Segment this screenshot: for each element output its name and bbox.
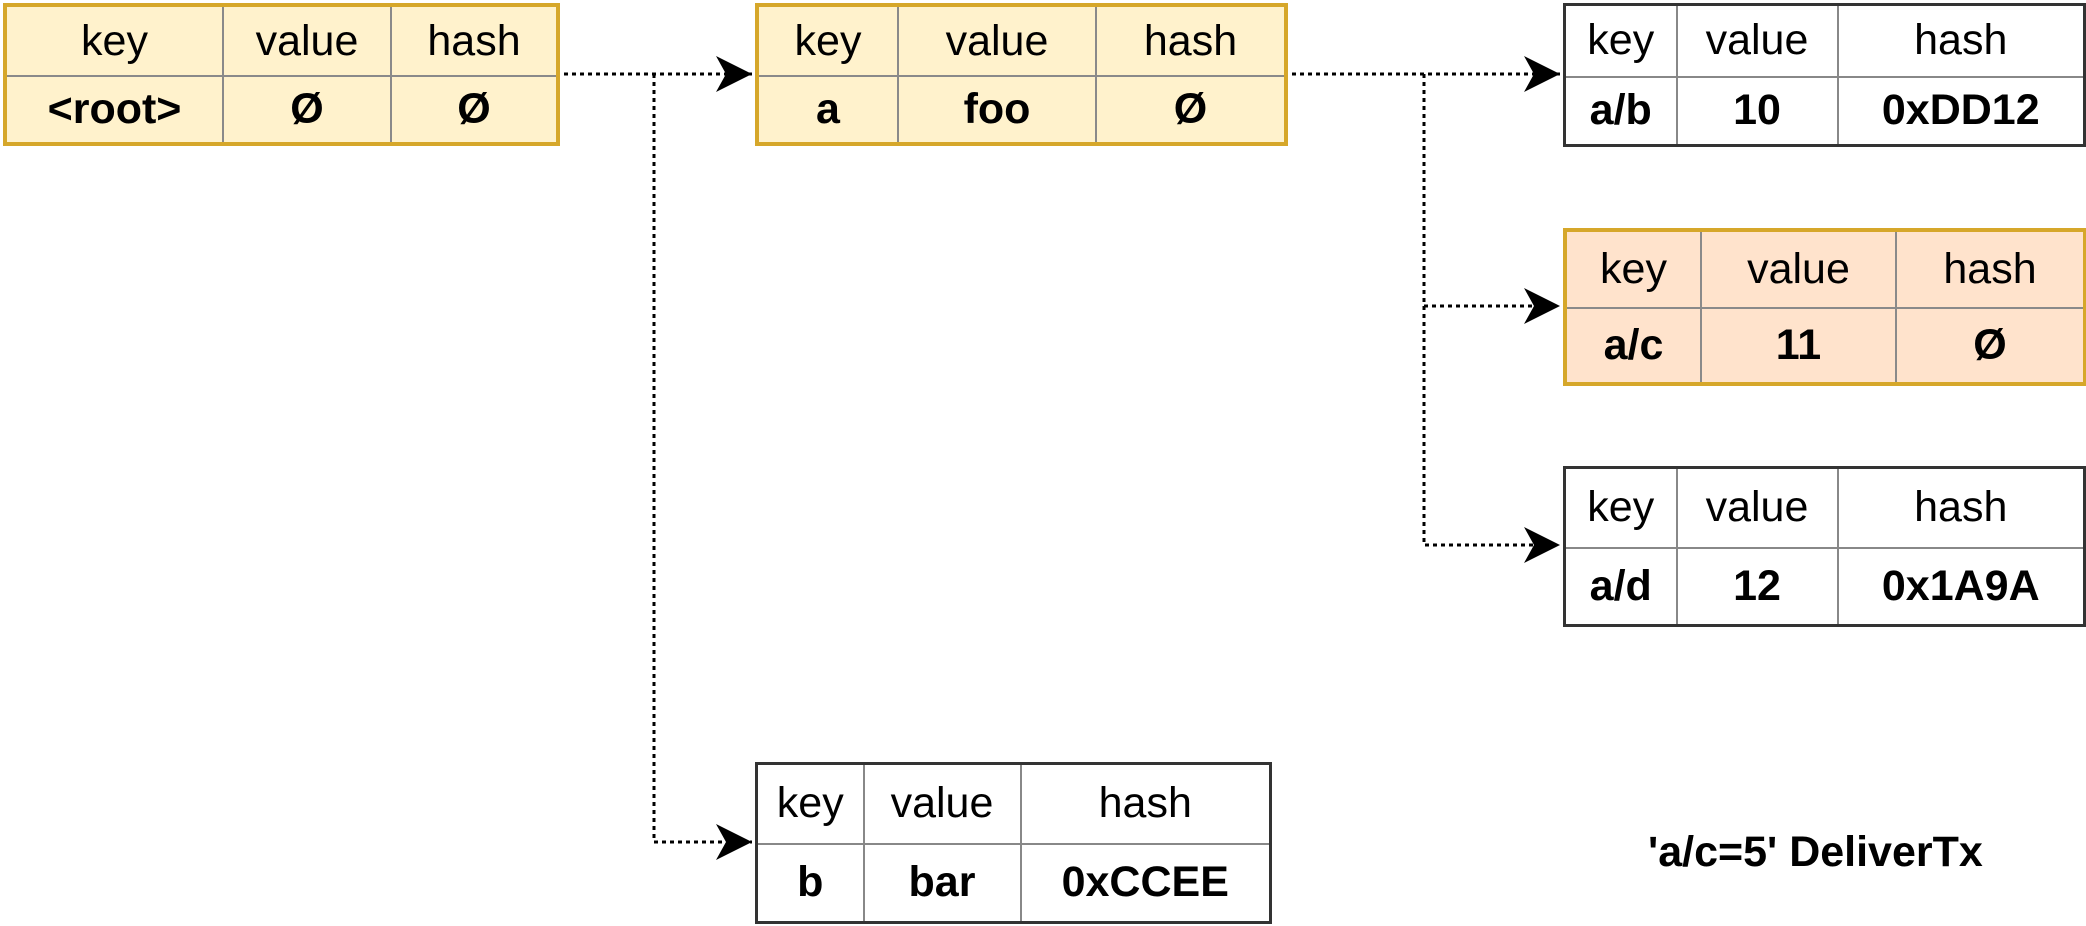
header-hash: hash bbox=[1836, 3, 2086, 78]
node-a: key value hash a foo Ø bbox=[755, 3, 1288, 146]
diagram-caption: 'a/c=5' DeliverTx bbox=[1648, 828, 1983, 876]
value-cell: bar bbox=[862, 842, 1022, 924]
key-cell: a/b bbox=[1563, 75, 1678, 147]
value-cell: 11 bbox=[1700, 307, 1897, 385]
header-key: key bbox=[4, 4, 224, 77]
header-value: value bbox=[1675, 466, 1839, 549]
hash-cell: 0xCCEE bbox=[1019, 842, 1272, 924]
key-cell: a/d bbox=[1563, 546, 1678, 627]
value-cell: 12 bbox=[1675, 546, 1839, 627]
key-cell: a/c bbox=[1564, 307, 1702, 385]
header-hash: hash bbox=[390, 4, 559, 77]
hash-cell: 0x1A9A bbox=[1836, 546, 2086, 627]
node-b: key value hash b bar 0xCCEE bbox=[755, 762, 1272, 924]
value-cell: foo bbox=[897, 75, 1097, 145]
header-value: value bbox=[1675, 3, 1839, 78]
header-key: key bbox=[1563, 3, 1678, 78]
header-value: value bbox=[897, 4, 1097, 77]
node-root: key value hash <root> Ø Ø bbox=[3, 3, 560, 146]
key-cell: a bbox=[756, 75, 899, 145]
node-a-b: key value hash a/b 10 0xDD12 bbox=[1563, 3, 2086, 147]
header-value: value bbox=[222, 4, 392, 77]
hash-cell: Ø bbox=[390, 75, 559, 145]
header-key: key bbox=[1563, 466, 1678, 549]
header-key: key bbox=[756, 4, 899, 77]
hash-cell: Ø bbox=[1095, 75, 1287, 145]
hash-cell: Ø bbox=[1895, 307, 2086, 385]
header-hash: hash bbox=[1095, 4, 1287, 77]
header-hash: hash bbox=[1895, 229, 2086, 309]
node-a-d: key value hash a/d 12 0x1A9A bbox=[1563, 466, 2086, 627]
header-hash: hash bbox=[1019, 762, 1272, 845]
header-hash: hash bbox=[1836, 466, 2086, 549]
value-cell: 10 bbox=[1675, 75, 1839, 147]
header-value: value bbox=[1700, 229, 1897, 309]
header-key: key bbox=[1564, 229, 1702, 309]
hash-cell: 0xDD12 bbox=[1836, 75, 2086, 147]
edge-a-to-ac bbox=[1422, 74, 1560, 324]
value-cell: Ø bbox=[222, 75, 392, 145]
edge-a-to-ad bbox=[1422, 74, 1560, 563]
header-key: key bbox=[755, 762, 865, 845]
edge-root-to-b bbox=[652, 74, 752, 860]
header-value: value bbox=[862, 762, 1022, 845]
key-cell: b bbox=[755, 842, 865, 924]
node-a-c: key value hash a/c 11 Ø bbox=[1563, 228, 2086, 386]
key-cell: <root> bbox=[4, 75, 224, 145]
